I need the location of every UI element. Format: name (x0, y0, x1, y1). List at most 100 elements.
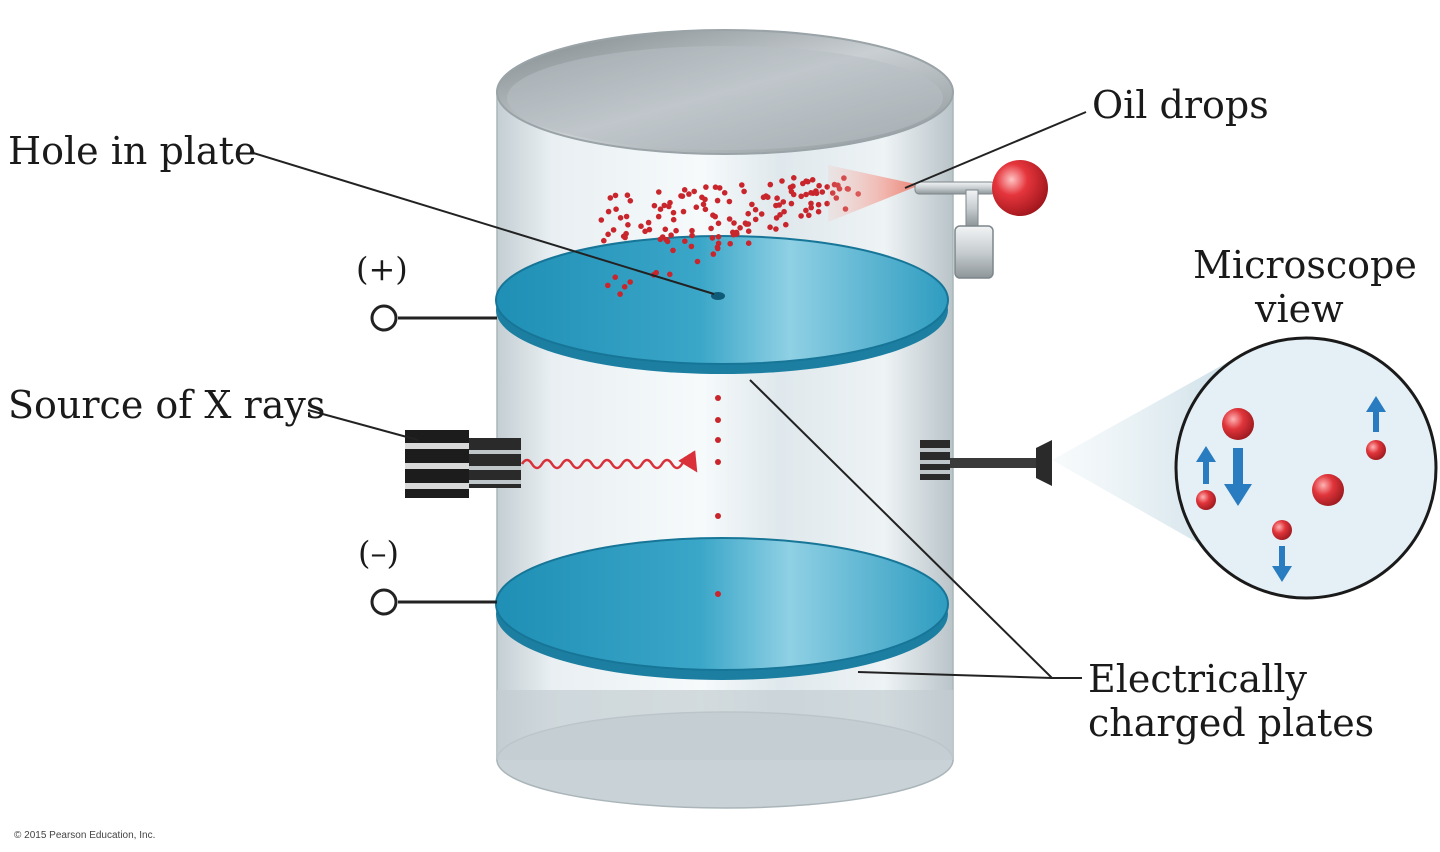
down-arrow-icon (1224, 448, 1252, 506)
oil-droplet (745, 240, 752, 246)
oil-droplet (664, 238, 671, 245)
apparatus-cylinder (496, 29, 954, 809)
oil-droplet (702, 206, 709, 213)
oil-droplet (689, 232, 695, 239)
oil-droplet (627, 198, 634, 204)
oil-droplet (689, 227, 695, 234)
oil-droplet (612, 192, 619, 199)
microscope-view-circle (1174, 336, 1438, 600)
up-arrow-icon (1196, 446, 1216, 484)
top-charged-plate (495, 235, 949, 374)
oil-droplet (743, 221, 750, 227)
oil-droplet (662, 226, 669, 233)
oil-droplet (715, 220, 722, 227)
oil-droplet (624, 192, 631, 198)
oil-droplet (727, 240, 733, 247)
oil-droplet (790, 183, 796, 189)
oil-droplet (745, 210, 751, 217)
oil-droplet (605, 282, 611, 289)
oil-droplet (700, 201, 707, 208)
oil-droplet (767, 224, 773, 230)
oil-droplet (691, 188, 697, 195)
oil-droplet (651, 202, 658, 209)
microscope-view-label-line1: Microscope (1193, 243, 1417, 287)
view-oil-drop (1272, 520, 1292, 540)
oil-droplet (708, 225, 714, 232)
oil-droplet (688, 243, 695, 250)
oil-droplet (645, 219, 652, 226)
oil-droplet (773, 226, 779, 232)
oil-droplet (733, 230, 739, 236)
negative-terminal-label: (–) (358, 534, 399, 572)
oil-droplet (625, 222, 631, 228)
oil-droplet (763, 193, 769, 199)
oil-droplet (653, 269, 659, 276)
up-arrow-icon (1366, 396, 1386, 432)
view-oil-drop (1366, 440, 1386, 460)
oil-droplet (806, 212, 812, 219)
x-ray-source-leader (307, 409, 419, 441)
oil-droplet (715, 234, 722, 240)
oil-droplet (813, 188, 819, 194)
oil-droplet (803, 207, 809, 214)
oil-droplet (666, 203, 672, 210)
plate-hole (711, 292, 725, 300)
oil-droplet (598, 217, 605, 223)
oil-droplet (712, 184, 719, 190)
oil-droplet (779, 178, 785, 184)
oil-droplet (673, 227, 679, 234)
bottom-charged-plate (495, 537, 949, 680)
oil-droplet (638, 223, 644, 229)
oil-droplet (656, 189, 662, 195)
oil-droplet (781, 208, 787, 215)
oil-droplet (752, 206, 759, 213)
oil-droplet (767, 181, 774, 188)
oil-droplet (605, 231, 611, 238)
oil-droplet (670, 216, 677, 223)
falling-oil-drops (715, 395, 721, 597)
oil-droplet (694, 258, 701, 265)
oil-droplet (808, 204, 814, 211)
charged-plates-leader-bottom (857, 671, 1053, 679)
oil-droplet (773, 202, 779, 209)
positive-terminal: (+) (356, 250, 497, 332)
oil-droplet (749, 201, 755, 208)
oil-drops-leader (904, 111, 1087, 189)
oil-droplet (788, 200, 795, 207)
atomizer-icon (828, 160, 1048, 279)
oil-droplet (657, 206, 664, 212)
charged-plates-label-line2: charged plates (1088, 701, 1374, 745)
oil-droplet (774, 195, 780, 201)
oil-droplet (798, 213, 804, 219)
oil-droplet (693, 204, 700, 210)
x-ray-source-label: Source of X rays (8, 383, 325, 427)
microscope-view-label-line2: view (1254, 287, 1344, 331)
oil-droplet (716, 185, 723, 191)
oil-droplet (816, 182, 822, 189)
oil-droplet (601, 237, 607, 244)
oil-droplet (714, 244, 721, 250)
oil-droplet (709, 235, 716, 241)
oil-droplet (741, 188, 747, 195)
oil-droplet (621, 284, 628, 290)
oil-droplet (783, 221, 789, 228)
oil-droplet (710, 251, 717, 257)
negative-terminal: (–) (358, 534, 497, 616)
hole-in-plate-leader (249, 151, 715, 295)
x-ray-beam (520, 450, 698, 473)
oil-droplet (613, 206, 619, 212)
oil-droplet (803, 191, 809, 198)
oil-droplet (780, 199, 787, 205)
positive-terminal-label: (+) (356, 250, 408, 288)
oil-droplet (659, 234, 666, 240)
view-oil-drop (1312, 474, 1344, 506)
oil-droplet (712, 213, 718, 220)
oil-droplet (803, 178, 809, 184)
oil-droplet (815, 201, 822, 208)
copyright-notice: © 2015 Pearson Education, Inc. (14, 830, 155, 841)
view-oil-drop (1196, 490, 1216, 510)
oil-droplet (682, 238, 688, 244)
oil-droplet (788, 188, 795, 195)
x-ray-source-icon (405, 430, 521, 498)
